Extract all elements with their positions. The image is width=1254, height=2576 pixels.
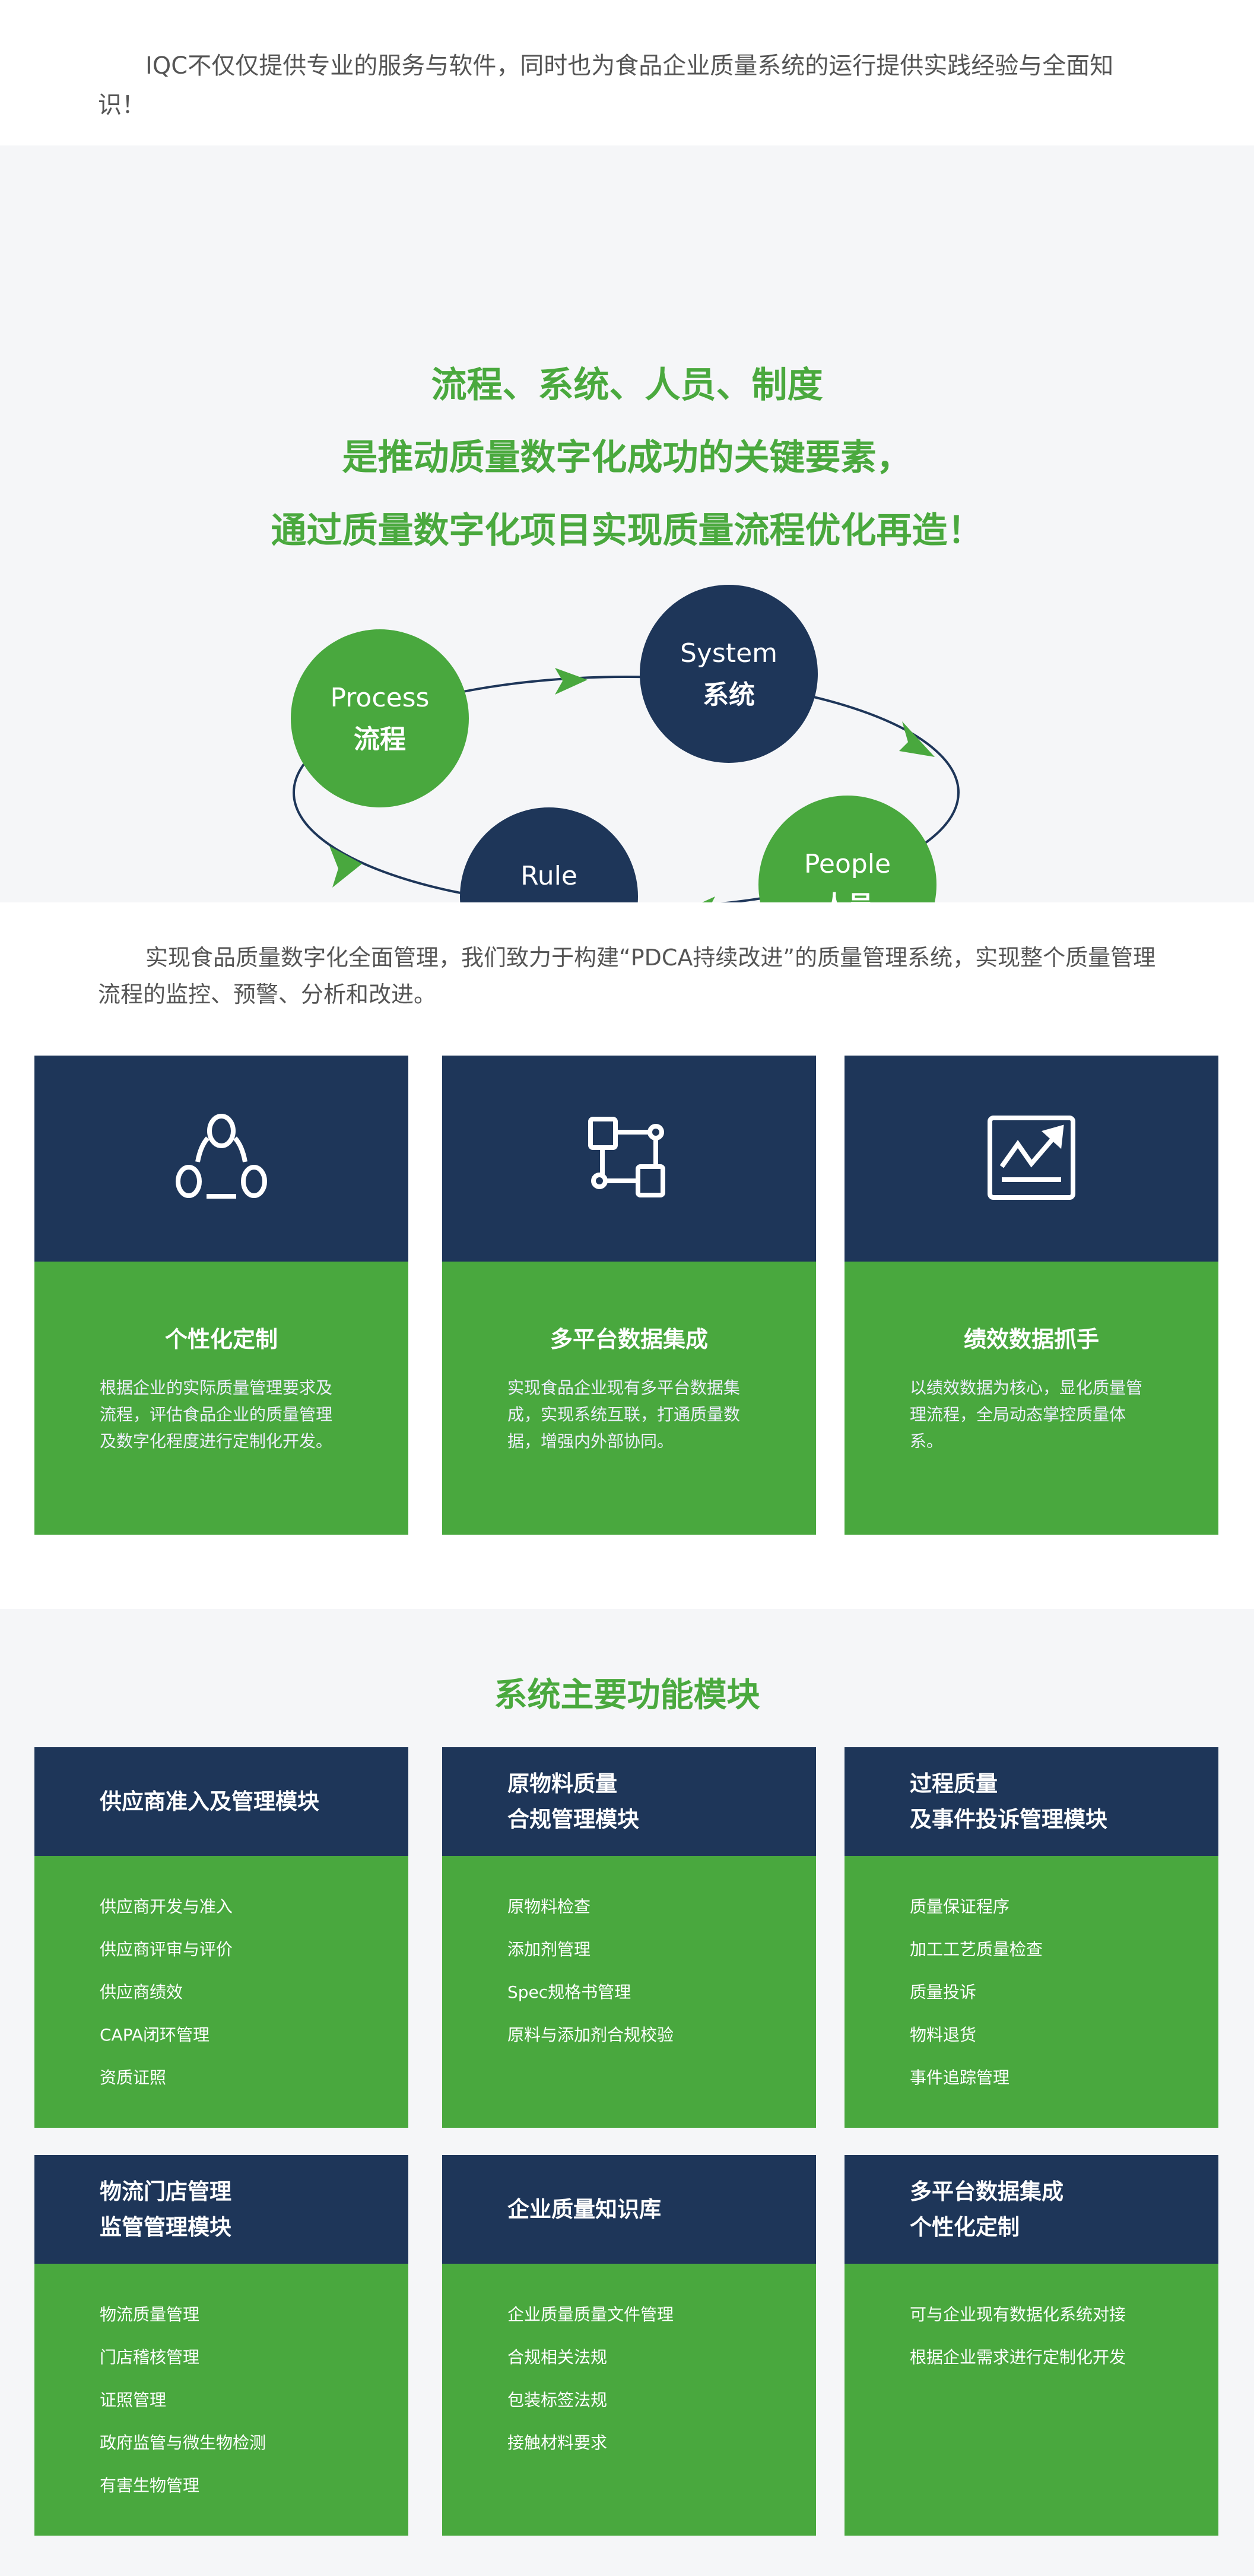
module-title-line: 原物料质量 — [507, 1770, 617, 1796]
module-header: 多平台数据集成个性化定制 — [845, 2155, 1218, 2264]
card-description: 根据企业的实际质量管理要求及流程，评估食品企业的质量管理及数字化程度进行定制化开… — [100, 1378, 333, 1451]
module-feature: 有害生物管理 — [100, 2476, 200, 2495]
node-label-zh: 人员 — [821, 891, 874, 902]
module-feature: CAPA闭环管理 — [100, 2025, 209, 2045]
arrow-icon — [329, 846, 362, 888]
module-feature: 物流质量管理 — [100, 2305, 200, 2324]
module-card: 物流门店管理监管管理模块物流质量管理门店稽核管理证照管理政府监管与微生物检测有害… — [34, 2155, 408, 2536]
slogan-line-3: 通过质量数字化项目实现质量流程优化再造！ — [271, 510, 983, 552]
module-feature: 门店稽核管理 — [100, 2347, 200, 2367]
module-features: 可与企业现有数据化系统对接根据企业需求进行定制化开发 — [845, 2264, 1218, 2536]
arrow-icon — [555, 668, 588, 695]
node-label-en: Process — [331, 683, 430, 713]
people-network-icon — [171, 1107, 272, 1211]
card-icon-area — [845, 1056, 1218, 1262]
module-feature: 添加剂管理 — [507, 1940, 591, 1959]
module-feature: 质量保证程序 — [910, 1897, 1010, 1916]
module-feature: 加工工艺质量检查 — [910, 1940, 1043, 1959]
core-elements-section: 流程、系统、人员、制度 是推动质量数字化成功的关键要素， 通过质量数字化项目实现… — [0, 145, 1254, 902]
card-description: 实现食品企业现有多平台数据集成，实现系统互联，打通质量数据，增强内外部协同。 — [507, 1378, 741, 1451]
module-features: 企业质量质量文件管理合规相关法规包装标签法规接触材料要求 — [442, 2264, 816, 2536]
node-circle — [640, 585, 818, 763]
flow-diagram-icon — [579, 1107, 680, 1211]
module-header: 过程质量及事件投诉管理模块 — [845, 1747, 1218, 1856]
trend-chart-icon — [981, 1107, 1082, 1211]
module-feature: 原物料检查 — [507, 1897, 591, 1916]
module-header: 原物料质量合规管理模块 — [442, 1747, 816, 1856]
module-title-line: 企业质量知识库 — [507, 2196, 661, 2222]
pdca-section: 实现食品质量数字化全面管理，我们致力于构建“PDCA持续改进”的质量管理系统，实… — [0, 902, 1254, 1609]
module-title-line: 监管管理模块 — [100, 2214, 231, 2240]
module-feature: 证照管理 — [100, 2390, 167, 2410]
node-people: People 人员 — [758, 796, 936, 902]
intro-section: IQC不仅仅提供专业的服务与软件，同时也为食品企业质量系统的运行提供实践经验与全… — [0, 0, 1254, 145]
module-feature: 供应商评审与评价 — [100, 1940, 233, 1959]
module-feature: 物料退货 — [910, 2025, 977, 2045]
module-feature: 资质证照 — [100, 2068, 167, 2087]
cycle-diagram: Process 流程 System 系统 People 人员 Rule制度 — [291, 585, 960, 902]
node-process: Process 流程 — [291, 629, 469, 807]
slogan-line-2: 是推动质量数字化成功的关键要素， — [342, 437, 912, 479]
intro-text: IQC不仅仅提供专业的服务与软件，同时也为食品企业质量系统的运行提供实践经验与全… — [98, 52, 1114, 119]
module-feature: 政府监管与微生物检测 — [100, 2433, 266, 2453]
module-header: 供应商准入及管理模块 — [34, 1747, 408, 1856]
module-card: 过程质量及事件投诉管理模块质量保证程序加工工艺质量检查质量投诉物料退货事件追踪管… — [845, 1747, 1218, 2128]
node-rule: Rule制度 — [460, 807, 638, 902]
module-card: 供应商准入及管理模块供应商开发与准入供应商评审与评价供应商绩效 CAPA闭环管理资… — [34, 1747, 408, 2128]
card-icon-area — [34, 1056, 408, 1262]
feature-card: 多平台数据集成 实现食品企业现有多平台数据集成，实现系统互联，打通质量数据，增强… — [442, 1056, 816, 1535]
module-card: 原物料质量合规管理模块原物料检查添加剂管理 Spec规格书管理原料与添加剂合规校验 — [442, 1747, 816, 2128]
module-header: 企业质量知识库 — [442, 2155, 816, 2264]
module-feature: 供应商开发与准入 — [100, 1897, 233, 1916]
module-card: 多平台数据集成个性化定制可与企业现有数据化系统对接根据企业需求进行定制化开发 — [845, 2155, 1218, 2536]
node-label-en: People — [804, 849, 891, 879]
module-feature: 根据企业需求进行定制化开发 — [910, 2347, 1126, 2367]
module-features: 原物料检查添加剂管理 Spec规格书管理原料与添加剂合规校验 — [442, 1856, 816, 2128]
module-title-line: 合规管理模块 — [507, 1806, 639, 1832]
module-feature: 包装标签法规 — [507, 2390, 608, 2410]
arrow-icon — [899, 721, 935, 757]
node-label-zh: 系统 — [703, 680, 755, 710]
card-icon-area — [442, 1056, 816, 1262]
pdca-text: 实现食品质量数字化全面管理，我们致力于构建“PDCA持续改进”的质量管理系统，实… — [98, 945, 1156, 1007]
module-card: 企业质量知识库企业质量质量文件管理合规相关法规包装标签法规接触材料要求 — [442, 2155, 816, 2536]
node-circle — [460, 807, 638, 902]
node-label-en: System — [680, 638, 777, 668]
modules-title: 系统主要功能模块 — [494, 1676, 760, 1715]
module-features: 质量保证程序加工工艺质量检查质量投诉物料退货事件追踪管理 — [845, 1856, 1218, 2128]
module-title-line: 及事件投诉管理模块 — [910, 1806, 1107, 1832]
module-title-line: 供应商准入及管理模块 — [100, 1788, 319, 1814]
module-title-line: 个性化定制 — [910, 2214, 1020, 2240]
card-title: 个性化定制 — [164, 1326, 278, 1352]
node-label-en: Rule — [520, 861, 577, 891]
module-features: 物流质量管理门店稽核管理证照管理政府监管与微生物检测有害生物管理 — [34, 2264, 408, 2536]
node-circle — [291, 629, 469, 807]
module-feature: 可与企业现有数据化系统对接 — [910, 2305, 1126, 2324]
module-feature: 企业质量质量文件管理 — [507, 2305, 674, 2324]
module-feature: 事件追踪管理 — [910, 2068, 1010, 2087]
slogan-line-1: 流程、系统、人员、制度 — [431, 365, 823, 406]
module-feature: 原料与添加剂合规校验 — [507, 2025, 674, 2045]
module-feature: 合规相关法规 — [507, 2347, 608, 2367]
module-features: 供应商开发与准入供应商评审与评价供应商绩效 CAPA闭环管理资质证照 — [34, 1856, 408, 2128]
node-label-zh: 流程 — [354, 724, 406, 755]
module-feature: Spec规格书管理 — [507, 1982, 631, 2002]
node-system: System 系统 — [640, 585, 818, 763]
feature-card: 绩效数据抓手 以绩效数据为核心，显化质量管理流程，全局动态掌控质量体系。 — [845, 1056, 1218, 1535]
module-title-line: 物流门店管理 — [100, 2178, 231, 2204]
modules-section: 系统主要功能模块 供应商准入及管理模块供应商开发与准入供应商评审与评价供应商绩效… — [0, 1609, 1254, 2576]
node-circle — [758, 796, 936, 902]
module-title-line: 多平台数据集成 — [910, 2178, 1063, 2204]
module-feature: 接触材料要求 — [507, 2433, 608, 2453]
card-description: 以绩效数据为核心，显化质量管理流程，全局动态掌控质量体系。 — [910, 1378, 1143, 1451]
module-title-line: 过程质量 — [910, 1770, 998, 1796]
module-header: 物流门店管理监管管理模块 — [34, 2155, 408, 2264]
module-feature: 质量投诉 — [910, 1982, 977, 2002]
cycle-ellipse — [293, 676, 960, 902]
module-feature: 供应商绩效 — [100, 1982, 183, 2002]
card-title: 绩效数据抓手 — [963, 1326, 1099, 1352]
feature-card: 个性化定制 根据企业的实际质量管理要求及流程，评估食品企业的质量管理及数字化程度… — [34, 1056, 408, 1535]
card-title: 多平台数据集成 — [550, 1326, 708, 1352]
arrow-icon — [702, 896, 715, 902]
